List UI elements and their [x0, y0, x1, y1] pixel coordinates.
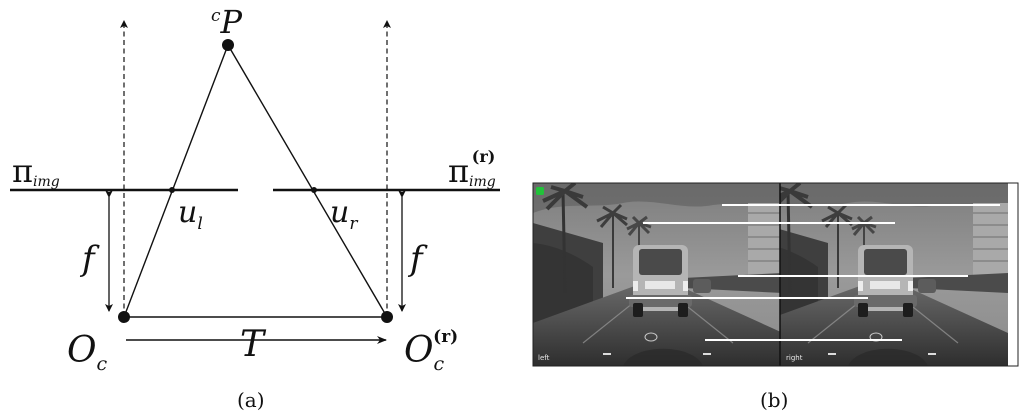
label-projection-left: ul — [178, 195, 203, 234]
caption-a: (a) — [237, 388, 265, 412]
label-image-plane-right: πimg(r) — [448, 147, 496, 190]
label-camera-center-left: Oc — [67, 330, 108, 375]
ray-left — [123, 44, 229, 318]
label-focal-left: f — [79, 239, 100, 279]
camera-center-right-dot — [381, 311, 393, 323]
right-image-label: right — [786, 354, 803, 362]
label-point-p: cP — [211, 3, 243, 41]
panel-b-stereo-pair: left right (b) — [532, 182, 1019, 412]
label-image-plane-left: πimg — [12, 152, 60, 190]
caption-b: (b) — [760, 388, 788, 412]
label-projection-right: ur — [330, 195, 358, 234]
label-focal-right: f — [407, 239, 428, 279]
left-camera-image — [533, 183, 780, 366]
panel-a-diagram: cP πimg πimg(r) ul ur f f Oc Oc(r) T (a) — [10, 3, 500, 412]
ray-right — [227, 44, 388, 318]
label-camera-center-right: Oc(r) — [404, 327, 458, 375]
label-baseline: T — [240, 324, 267, 365]
point-p-dot — [222, 39, 234, 51]
projection-right-dot — [311, 187, 317, 193]
status-indicator — [536, 187, 544, 195]
epipolar-lines — [626, 204, 1000, 341]
camera-center-left-dot — [118, 311, 130, 323]
left-image-label: left — [538, 354, 550, 362]
projection-left-dot — [169, 187, 175, 193]
right-camera-image — [780, 183, 1010, 366]
stereo-pair-border — [532, 182, 1019, 367]
